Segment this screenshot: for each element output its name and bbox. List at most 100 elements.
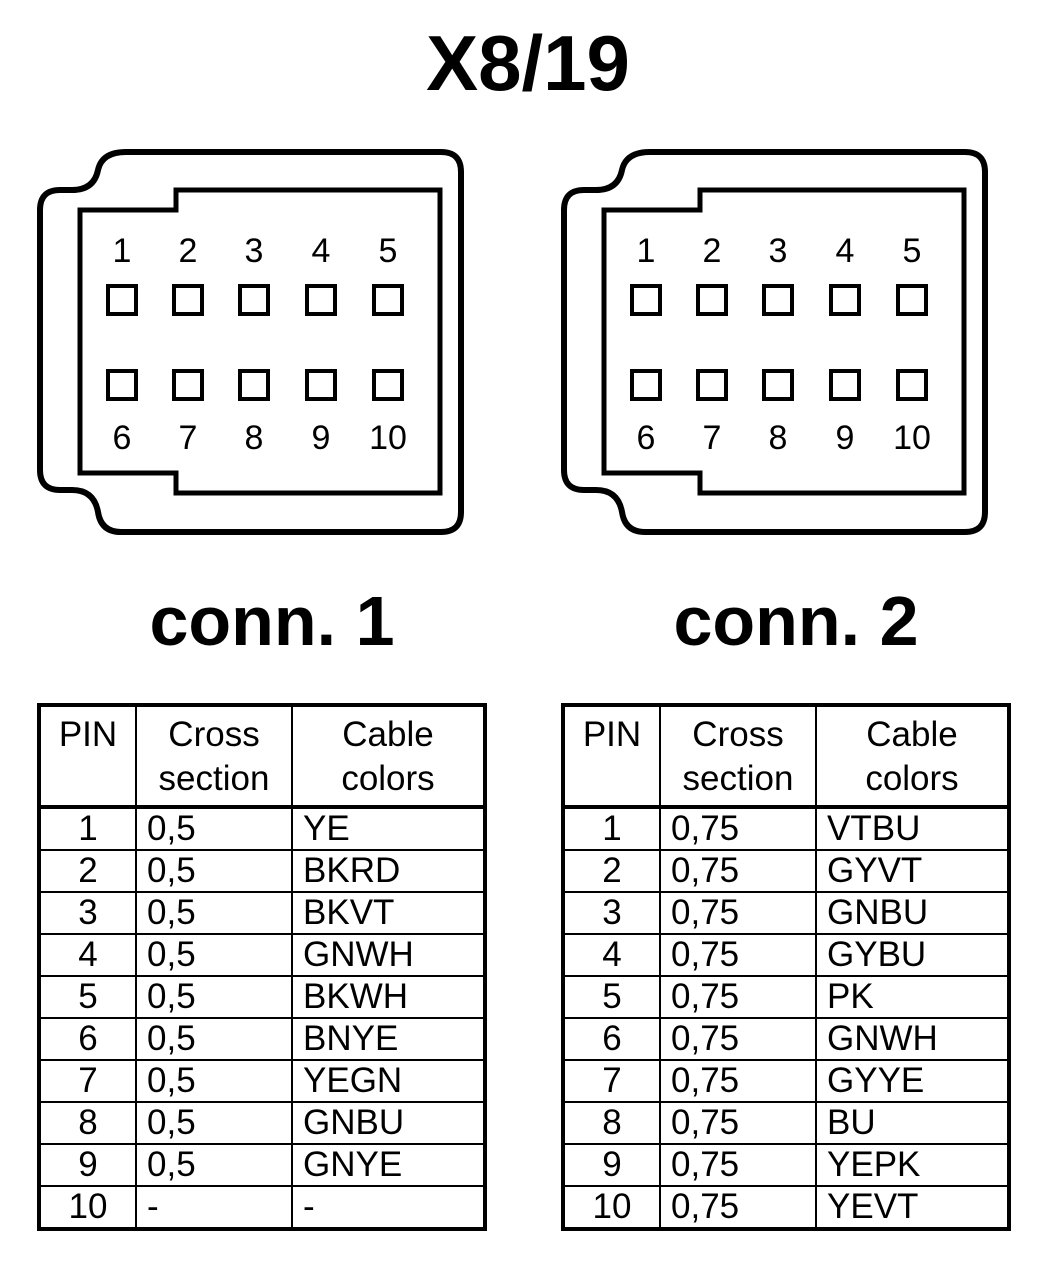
pin-number-label: 3 [769,232,788,270]
cable-color-cell: GNYE [291,1143,486,1187]
pin-cell: 8 [38,1101,137,1145]
table-header-row: PIN Cross section Cable colors [562,704,1010,808]
pin-number-label: 4 [836,232,855,270]
pin-number-label: 2 [179,232,198,270]
cable-color-cell: BKRD [291,849,486,893]
cable-color-cell: YE [291,806,486,851]
pin-socket [372,284,404,316]
connector-2-inner-face [601,187,967,496]
cable-color-cell: YEPK [815,1143,1010,1187]
cross-section-cell: 0,5 [135,806,293,851]
connector-2-pin-labels-top: 1 2 3 4 5 [637,232,922,270]
cross-section-header: Cross section [659,704,817,808]
cross-section-cell: 0,5 [135,1017,293,1061]
pin-socket [106,369,138,401]
cross-section-cell: 0,75 [659,1143,817,1187]
pin-number-label: 8 [769,419,788,457]
pin-number-label: 5 [379,232,398,270]
cable-colors-header: Cable colors [291,704,486,808]
cable-color-cell: BKWH [291,975,486,1019]
cross-section-header: Cross section [135,704,293,808]
pin-cell: 2 [38,849,137,893]
pin-number-label: 2 [703,232,722,270]
pin-socket [630,369,662,401]
pin-cell: 7 [562,1059,661,1103]
pin-socket [696,369,728,401]
pin-number-label: 1 [637,232,656,270]
pin-socket [829,284,861,316]
connector-1-label: conn. 1 [149,582,395,660]
cross-section-cell: 0,75 [659,933,817,977]
cross-section-cell: 0,75 [659,1101,817,1145]
cable-color-cell: GNWH [291,933,486,977]
pin-cell: 4 [562,933,661,977]
cross-section-cell: 0,75 [659,1185,817,1230]
pin-number-label: 10 [369,419,407,457]
cable-color-cell: GYVT [815,849,1010,893]
cable-color-cell: BU [815,1101,1010,1145]
cable-color-cell: BNYE [291,1017,486,1061]
pin-socket [829,369,861,401]
pin-number-label: 6 [113,419,132,457]
pin-number-label: 3 [245,232,264,270]
table-row: 10-- [38,1185,486,1230]
cable-color-cell: YEVT [815,1185,1010,1230]
cable-color-cell: VTBU [815,806,1010,851]
connector-1-pin-boxes [106,284,404,401]
pin-cell: 4 [38,933,137,977]
cross-section-cell: - [135,1185,293,1230]
cross-section-cell: 0,5 [135,849,293,893]
pin-socket [762,369,794,401]
cross-section-cell: 0,75 [659,1059,817,1103]
cable-color-cell: GYYE [815,1059,1010,1103]
pin-cell: 9 [562,1143,661,1187]
pin-cell: 10 [38,1185,137,1230]
cable-color-cell: GNBU [815,891,1010,935]
pin-socket [696,284,728,316]
connector-1-pin-labels-bottom: 6 7 8 9 10 [113,419,407,457]
pin-cell: 6 [562,1017,661,1061]
pin-socket [305,369,337,401]
cross-section-cell: 0,5 [135,891,293,935]
pin-cell: 3 [562,891,661,935]
cable-color-cell: GYBU [815,933,1010,977]
cross-section-cell: 0,5 [135,1101,293,1145]
diagram-title: X8/19 [426,19,630,107]
pin-cell: 3 [38,891,137,935]
pin-number-label: 5 [903,232,922,270]
pin-socket [305,284,337,316]
cable-color-cell: GNBU [291,1101,486,1145]
pin-socket [106,284,138,316]
cross-section-cell: 0,5 [135,975,293,1019]
table-header-row: PIN Cross section Cable colors [38,704,486,808]
pin-number-label: 9 [312,419,331,457]
pin-cell: 1 [38,806,137,851]
cable-color-cell: - [291,1185,486,1230]
pin-cell: 7 [38,1059,137,1103]
pin-socket [238,369,270,401]
connector-2-housing [561,149,988,535]
cable-color-cell: BKVT [291,891,486,935]
connector-2-pin-boxes [630,284,928,401]
pin-number-label: 7 [179,419,198,457]
pin-number-label: 8 [245,419,264,457]
pin-number-label: 9 [836,419,855,457]
pin-header: PIN [562,704,661,808]
cross-section-cell: 0,75 [659,975,817,1019]
pin-socket [238,284,270,316]
